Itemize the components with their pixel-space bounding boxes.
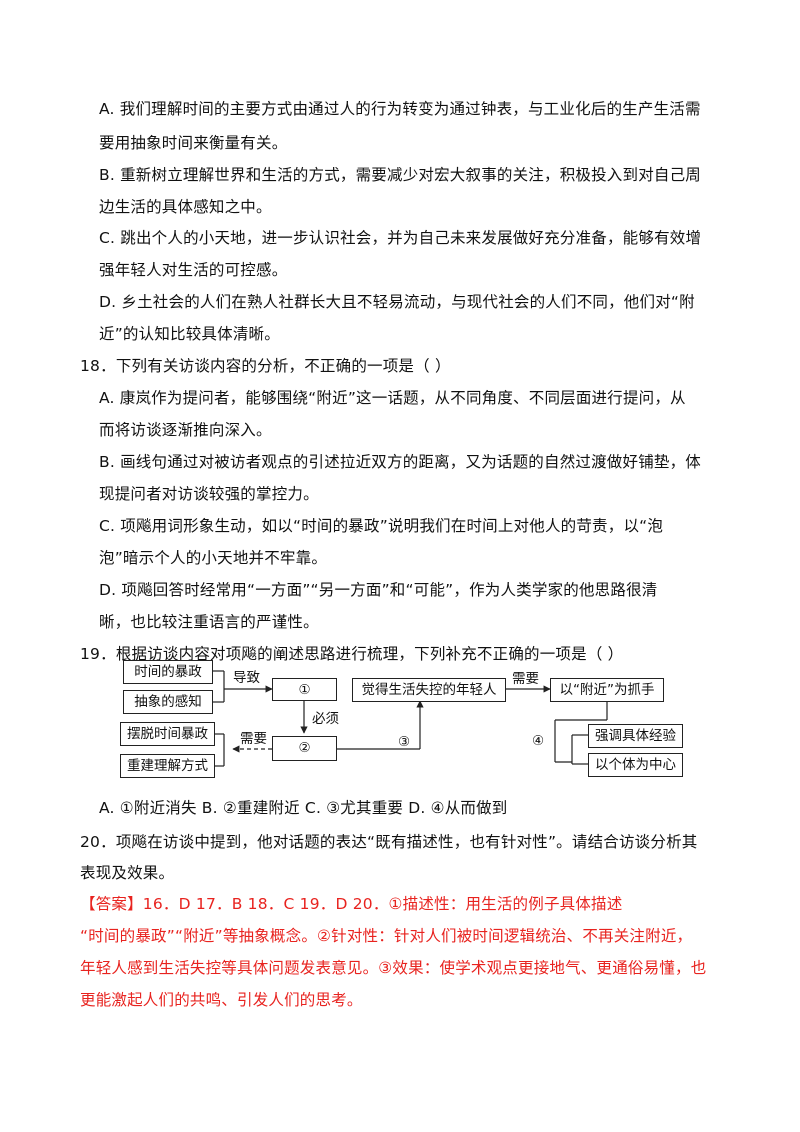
answer-line4: 更能激起人们的共鸣、引发人们的思考。 bbox=[80, 991, 363, 1009]
q19-stem: 19．根据访谈内容对项飚的阐述思路进行梳理，下列补充不正确的一项是（ ） bbox=[80, 645, 624, 663]
q17-option-c-line1: C. 跳出个人的小天地，进一步认识社会，并为自己未来发展做好充分准备，能够有效增 bbox=[99, 229, 702, 247]
q17-option-a-line1: A. 我们理解时间的主要方式由通过人的行为转变为通过钟表，与工业化后的生产生活需 bbox=[99, 100, 701, 118]
box-abstract-perception: 抽象的感知 bbox=[123, 690, 213, 714]
q17-option-b-line1: B. 重新树立理解世界和生活的方式，需要减少对宏大叙事的关注，积极投入到对自己周 bbox=[99, 166, 701, 184]
q17-option-d-line2: 近”的认知比较具体清晰。 bbox=[99, 325, 280, 343]
q17-option-a-line2: 要用抽象时间来衡量有关。 bbox=[99, 134, 288, 152]
box-individual-center: 以个体为中心 bbox=[588, 753, 683, 777]
q17-option-d-line1: D. 乡土社会的人们在熟人社群长大且不轻易流动，与现代社会的人们不同，他们对“附 bbox=[99, 293, 695, 311]
q18-option-c-line2: 泡”暗示个人的小天地并不牢靠。 bbox=[99, 549, 328, 567]
q18-stem: 18．下列有关访谈内容的分析，不正确的一项是（ ） bbox=[80, 357, 451, 375]
box-rebuild-understanding: 重建理解方式 bbox=[120, 754, 215, 778]
label-need-left: 需要 bbox=[240, 731, 267, 747]
answer-line1: 【答案】16．D 17．B 18．C 19．D 20．①描述性：用生活的例子具体… bbox=[80, 895, 623, 913]
box-blank-1: ① bbox=[272, 678, 337, 701]
box-concrete-experience: 强调具体经验 bbox=[588, 724, 683, 748]
q20-stem-line2: 表现及效果。 bbox=[80, 864, 175, 882]
q18-option-b-line2: 现提问者对访谈较强的掌控力。 bbox=[99, 485, 319, 503]
answer-line2: “时间的暴政”“附近”等抽象概念。②针对性：针对人们被时间逻辑统治、不再关注附近… bbox=[80, 927, 693, 945]
label-blank-3: ③ bbox=[398, 734, 411, 750]
label-lead-to: 导致 bbox=[233, 670, 260, 686]
q18-option-c-line1: C. 项飚用词形象生动，如以“时间的暴政”说明我们在时间上对他人的苛责，以“泡 bbox=[99, 517, 664, 535]
box-time-tyranny: 时间的暴政 bbox=[123, 660, 213, 684]
label-must: 必须 bbox=[312, 711, 339, 727]
q18-option-d-line1: D. 项飚回答时经常用“一方面”“另一方面”和“可能”，作为人类学家的他思路很清 bbox=[99, 581, 658, 599]
box-nearby-as-handle: 以“附近”为抓手 bbox=[550, 678, 664, 702]
answer-line3: 年轻人感到生活失控等具体问题发表意见。③效果：使学术观点更接地气、更通俗易懂，也 bbox=[80, 959, 707, 977]
q18-option-b-line1: B. 画线句通过对被访者观点的引述拉近双方的距离，又为话题的自然过渡做好铺垫，体 bbox=[99, 453, 701, 471]
box-youth-losing-control: 觉得生活失控的年轻人 bbox=[352, 678, 506, 702]
box-blank-2: ② bbox=[272, 736, 337, 761]
q20-stem-line1: 20．项飚在访谈中提到，他对话题的表达“既有描述性，也有针对性”。请结合访谈分析… bbox=[80, 833, 698, 851]
q18-option-a-line2: 而将访谈逐渐推向深入。 bbox=[99, 421, 272, 439]
q18-option-a-line1: A. 康岚作为提问者，能够围绕“附近”这一话题，从不同角度、不同层面进行提问，从 bbox=[99, 389, 686, 407]
q19-options: A. ①附近消失 B. ②重建附近 C. ③尤其重要 D. ④从而做到 bbox=[99, 799, 508, 817]
q17-option-b-line2: 边生活的具体感知之中。 bbox=[99, 198, 272, 216]
label-need-right: 需要 bbox=[512, 671, 539, 687]
q18-option-d-line2: 晰，也比较注重语言的严谨性。 bbox=[99, 613, 319, 631]
label-blank-4: ④ bbox=[532, 733, 545, 749]
box-escape-time-tyranny: 摆脱时间暴政 bbox=[120, 722, 215, 746]
q17-option-c-line2: 强年轻人对生活的可控感。 bbox=[99, 261, 288, 279]
